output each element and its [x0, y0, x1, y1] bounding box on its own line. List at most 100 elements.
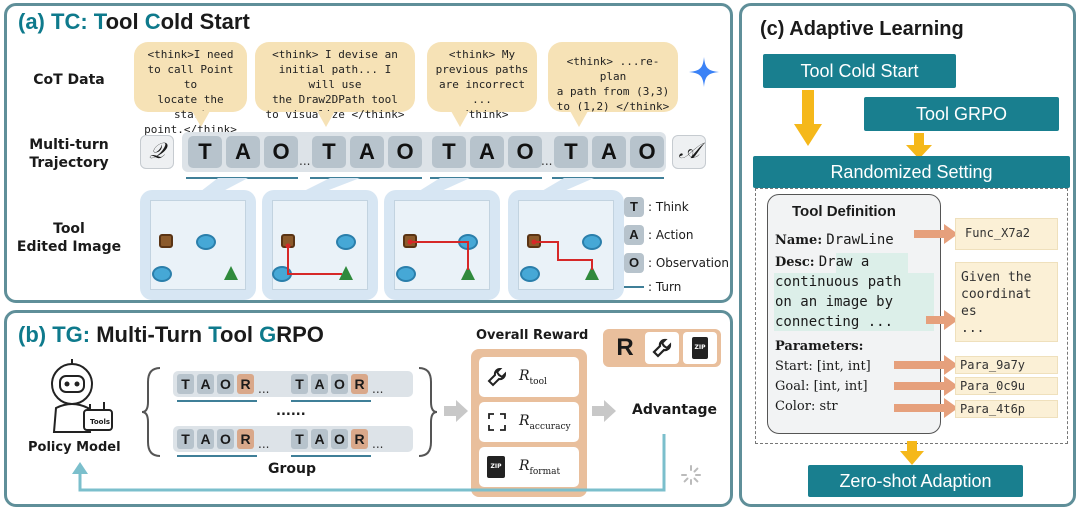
arrow-to-reward	[444, 400, 468, 422]
panel-b-title: (b) TG: Multi-Turn Tool GRPO	[18, 322, 324, 347]
params-label: Parameters:	[775, 339, 864, 354]
action-token: A	[226, 136, 260, 168]
orange-arrow-down	[794, 90, 822, 146]
sparkle-icon	[689, 57, 719, 87]
think-token: T	[432, 136, 466, 168]
param-name-box: Para_9a7y	[955, 356, 1058, 374]
answer-symbol: 𝒜	[672, 135, 706, 169]
tool-grpo-box: Tool GRPO	[864, 97, 1059, 131]
advantage-label: Advantage	[632, 402, 718, 418]
ellipsis: ...	[258, 437, 270, 451]
legend-action-token: A	[624, 225, 644, 245]
reward-token: R	[237, 374, 254, 394]
action-token: A	[311, 374, 328, 394]
think-token: T	[177, 374, 194, 394]
param-name-box: Para_0c9u	[955, 377, 1058, 395]
observation-token: O	[331, 374, 348, 394]
action-token: A	[592, 136, 626, 168]
legend-think-token: T	[624, 197, 644, 217]
question-symbol: 𝒬	[140, 135, 174, 169]
map-arrow	[894, 376, 958, 396]
reward-tool-item: Rtool	[479, 357, 579, 397]
action-token: A	[197, 429, 214, 449]
map-arrow	[926, 310, 958, 330]
feedback-arrow	[72, 434, 666, 492]
think-token: T	[554, 136, 588, 168]
observation-token: O	[264, 136, 298, 168]
zip-file-icon: ZIP	[487, 456, 505, 478]
zip-tile: ZIP	[683, 332, 717, 364]
policy-model-label: Policy Model	[28, 440, 121, 455]
param-start: Start: [int, int]	[775, 359, 871, 374]
panel-a-title: (a) TC: Tool Cold Start	[18, 9, 250, 34]
map-arrow	[914, 224, 958, 244]
observation-token: O	[217, 429, 234, 449]
param-name-box: Para_4t6p	[955, 400, 1058, 418]
map-arrow	[894, 355, 958, 375]
group-ellipsis: ......	[276, 404, 306, 419]
desc-line: Draw a	[818, 254, 870, 270]
ellipsis: ...	[372, 382, 384, 396]
loading-spinner-icon	[681, 465, 701, 485]
zero-shot-adaption-box: Zero-shot Adaption	[808, 465, 1023, 497]
group-label: Group	[268, 461, 317, 477]
legend-turn-label: : Turn	[648, 280, 682, 294]
reward-format-symbol: R	[519, 458, 530, 474]
frame-icon	[488, 413, 506, 431]
tools-box-label: Tools	[90, 418, 111, 426]
think-token: T	[291, 374, 308, 394]
action-token: A	[470, 136, 504, 168]
wrench-tile	[645, 332, 679, 364]
row-label-cot: CoT Data	[33, 72, 105, 88]
orange-arrow-down	[906, 133, 932, 159]
param-color: Color: str	[775, 399, 838, 414]
turn-underline	[291, 455, 371, 457]
ellipsis: ...	[258, 382, 270, 396]
action-token: A	[311, 429, 328, 449]
desc-highlight	[774, 273, 934, 331]
randomized-setting-box: Randomized Setting	[753, 156, 1070, 188]
reward-tool-sub: tool	[529, 376, 547, 387]
legend-action-label: : Action	[648, 228, 694, 242]
name-value: DrawLine	[826, 232, 894, 248]
think-token: T	[312, 136, 346, 168]
observation-token: O	[217, 374, 234, 394]
observation-token: O	[508, 136, 542, 168]
func-name-box: Func_X7a2	[955, 218, 1058, 250]
turn-underline	[177, 400, 257, 402]
tool-definition-title: Tool Definition	[792, 203, 896, 220]
desc-highlight	[836, 253, 908, 273]
ellipsis: ...	[299, 154, 311, 168]
map-arrow	[894, 398, 958, 418]
overall-reward-title: Overall Reward	[476, 328, 589, 343]
edited-image-3	[384, 190, 500, 300]
desc-line: on an image by	[775, 294, 894, 310]
reward-r-icon: R	[608, 332, 642, 364]
name-row: Name: DrawLine	[775, 232, 894, 248]
arrow-to-advantage	[592, 400, 616, 422]
ellipsis: ...	[541, 154, 553, 168]
wrench-icon	[487, 368, 506, 387]
reward-token: R	[351, 374, 368, 394]
turn-underline	[291, 400, 371, 402]
orange-arrow-down	[900, 441, 924, 465]
left-brace	[141, 367, 161, 457]
legend-think-label: : Think	[648, 200, 689, 214]
turn-underline	[552, 177, 664, 179]
desc-row: Desc: Draw a	[775, 254, 869, 270]
param-goal: Goal: [int, int]	[775, 379, 868, 394]
turn-underline	[310, 177, 422, 179]
action-token: A	[197, 374, 214, 394]
turn-underline	[430, 177, 542, 179]
reward-accuracy-symbol: R	[519, 413, 530, 429]
edited-image-2	[262, 190, 378, 300]
desc-line: continuous path	[775, 274, 902, 290]
panel-c-title: (c) Adaptive Learning	[760, 18, 964, 40]
robot-icon	[51, 359, 113, 433]
